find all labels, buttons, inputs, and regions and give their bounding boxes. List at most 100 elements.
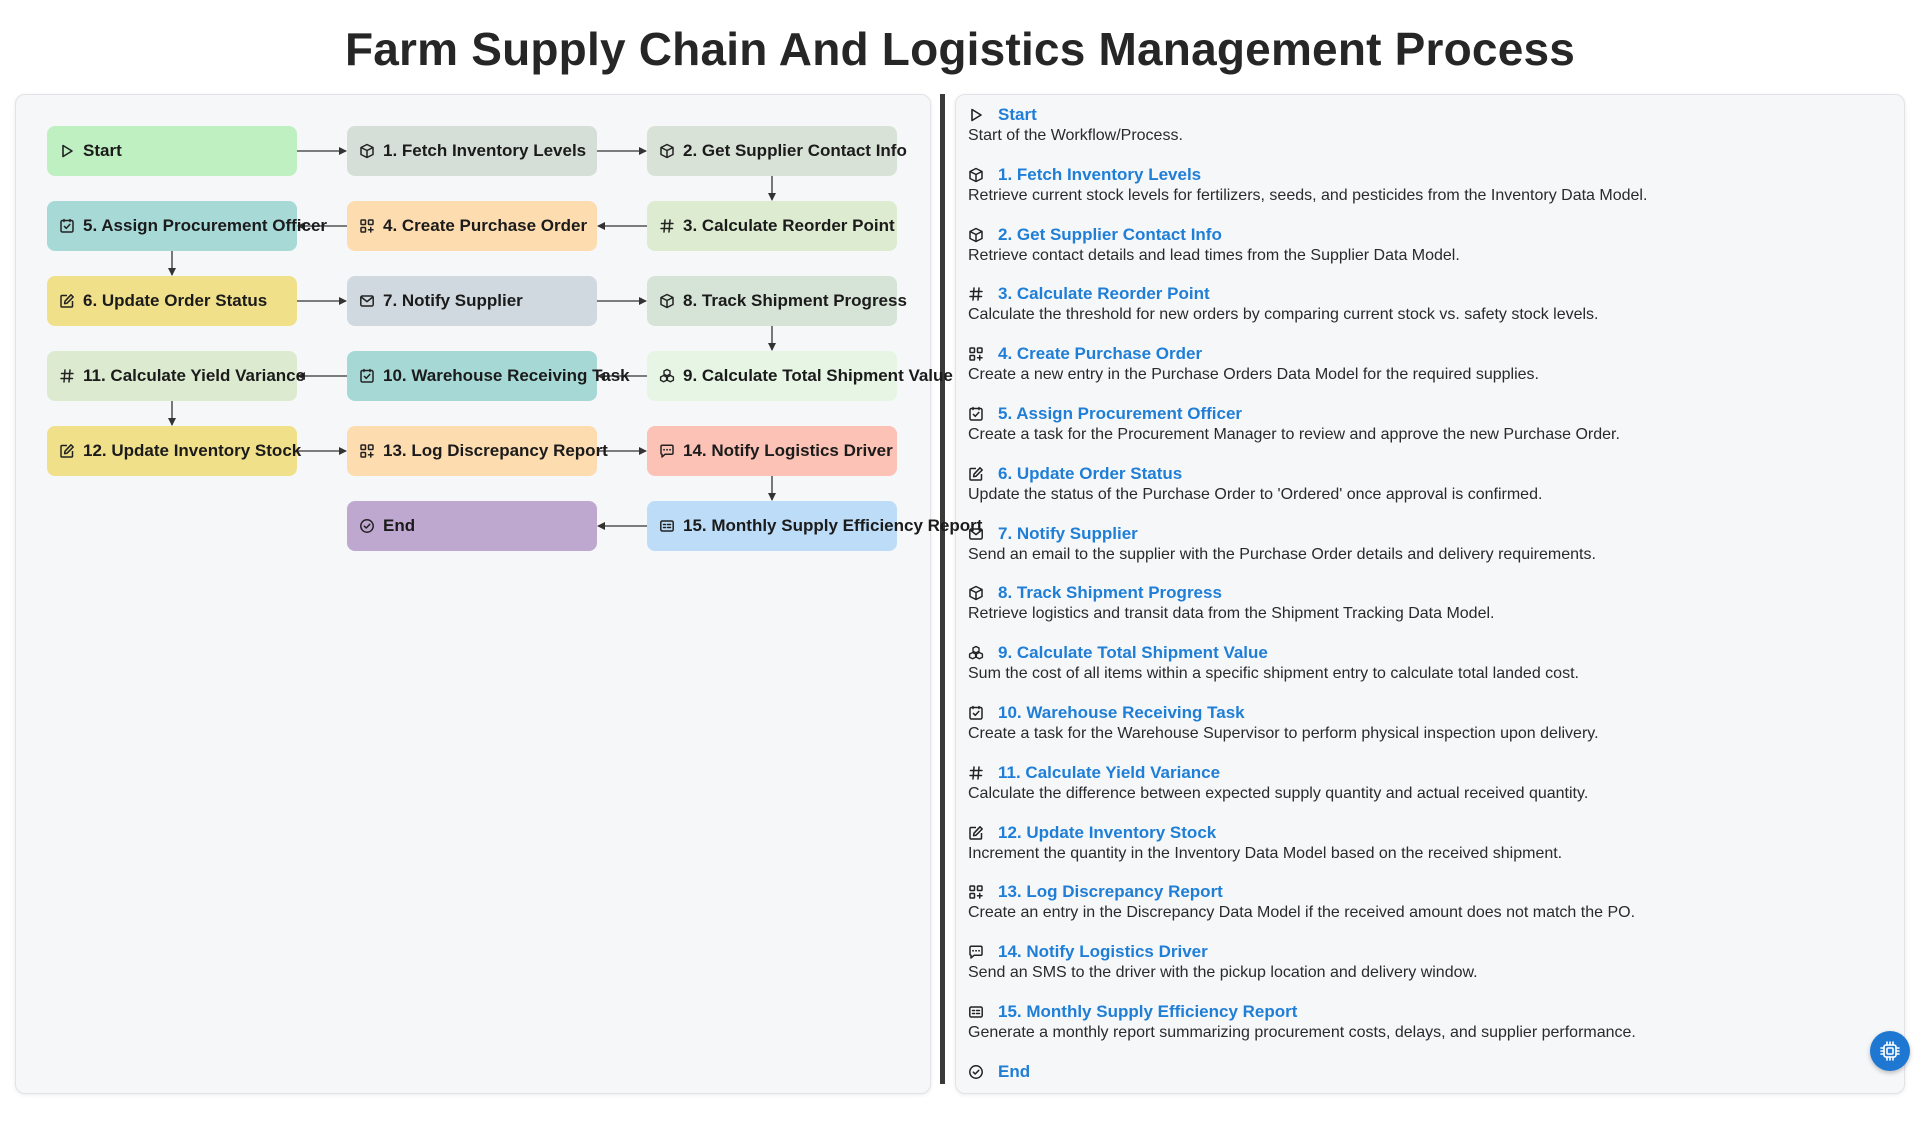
node-label: 6. Update Order Status [83, 291, 268, 310]
grid-plus-icon [359, 443, 375, 459]
checkbox-icon [968, 705, 984, 721]
node-label: 7. Notify Supplier [383, 291, 523, 310]
node-label: 12. Update Inventory Stock [83, 441, 302, 460]
node-step-8[interactable]: 8. Track Shipment Progress [647, 276, 907, 326]
node-step-14[interactable]: 14. Notify Logistics Driver [647, 426, 897, 476]
cube-icon [968, 227, 984, 243]
grid-plus-icon [968, 346, 984, 362]
step-title[interactable]: 13. Log Discrepancy Report [998, 882, 1223, 902]
step-description: Generate a monthly report summarizing pr… [968, 1023, 1636, 1041]
step-title[interactable]: 2. Get Supplier Contact Info [998, 224, 1222, 244]
cube-icon [359, 143, 375, 159]
node-label: 3. Calculate Reorder Point [683, 216, 895, 235]
step-title[interactable]: 11. Calculate Yield Variance [998, 762, 1221, 782]
node-label: 2. Get Supplier Contact Info [683, 141, 907, 160]
step-title[interactable]: Start [998, 105, 1037, 124]
node-step-10[interactable]: 10. Warehouse Receiving Task [347, 351, 630, 401]
node-label: Start [83, 141, 122, 160]
edit-icon [59, 293, 75, 309]
node-label: 5. Assign Procurement Officer [83, 216, 328, 235]
step-description: Sum the cost of all items within a speci… [968, 665, 1579, 683]
node-label: 11. Calculate Yield Variance [83, 366, 306, 385]
step-title[interactable]: 3. Calculate Reorder Point [998, 284, 1210, 304]
node-step-7[interactable]: 7. Notify Supplier [347, 276, 597, 326]
play-icon [59, 143, 75, 159]
step-title[interactable]: 8. Track Shipment Progress [998, 583, 1222, 603]
step-title[interactable]: 1. Fetch Inventory Levels [998, 164, 1202, 184]
step-description: Increment the quantity in the Inventory … [968, 844, 1563, 862]
step-description: Calculate the threshold for new orders b… [968, 306, 1599, 324]
checkbox-icon [359, 368, 375, 384]
step-description: Create a task for the Warehouse Supervis… [968, 724, 1599, 742]
node-step-6[interactable]: 6. Update Order Status [47, 276, 297, 326]
panel-divider[interactable] [940, 94, 945, 1084]
checkbox-icon [968, 406, 984, 422]
chip-icon [1880, 1041, 1900, 1061]
step-description: Calculate the difference between expecte… [968, 784, 1589, 802]
node-step-5[interactable]: 5. Assign Procurement Officer [47, 201, 327, 251]
node-step-4[interactable]: 4. Create Purchase Order [347, 201, 597, 251]
edit-icon [968, 825, 984, 841]
cube-icon [659, 293, 675, 309]
hash-icon [968, 286, 984, 302]
node-step-12[interactable]: 12. Update Inventory Stock [47, 426, 301, 476]
step-description: Create a new entry in the Purchase Order… [968, 366, 1539, 384]
step-title[interactable]: 14. Notify Logistics Driver [998, 942, 1208, 962]
step-description: Send an email to the supplier with the P… [968, 545, 1596, 563]
page-title: Farm Supply Chain And Logistics Manageme… [344, 23, 1576, 75]
play-icon [968, 107, 984, 123]
cube-icon [968, 585, 984, 601]
node-label: 14. Notify Logistics Driver [683, 441, 893, 460]
node-end[interactable]: End [347, 501, 597, 551]
report-icon [968, 1004, 984, 1020]
node-label: 10. Warehouse Receiving Task [383, 366, 630, 385]
node-label: 4. Create Purchase Order [383, 216, 588, 235]
stack-icon [968, 645, 984, 661]
step-title[interactable]: 7. Notify Supplier [998, 523, 1138, 543]
cube-icon [968, 167, 984, 183]
node-step-11[interactable]: 11. Calculate Yield Variance [47, 351, 305, 401]
node-start[interactable]: Start [47, 126, 297, 176]
node-step-3[interactable]: 3. Calculate Reorder Point [647, 201, 897, 251]
check-circle-icon [968, 1064, 984, 1080]
assistant-fab-button[interactable] [1870, 1031, 1910, 1071]
node-step-13[interactable]: 13. Log Discrepancy Report [347, 426, 608, 476]
step-title[interactable]: 5. Assign Procurement Officer [998, 403, 1243, 423]
step-description: Send an SMS to the driver with the picku… [968, 964, 1478, 982]
step-title[interactable]: 15. Monthly Supply Efficiency Report [998, 1001, 1298, 1021]
node-step-1[interactable]: 1. Fetch Inventory Levels [347, 126, 597, 176]
check-circle-icon [359, 518, 375, 534]
step-title[interactable]: 10. Warehouse Receiving Task [998, 702, 1245, 722]
step-item: End [968, 1061, 1888, 1121]
step-title[interactable]: 9. Calculate Total Shipment Value [998, 643, 1268, 663]
mail-icon [359, 293, 375, 309]
step-title[interactable]: End [998, 1061, 1031, 1081]
step-title[interactable]: 6. Update Order Status [998, 463, 1183, 483]
node-step-15[interactable]: 15. Monthly Supply Efficiency Report [647, 501, 982, 551]
node-step-2[interactable]: 2. Get Supplier Contact Info [647, 126, 907, 176]
report-icon [659, 518, 675, 534]
step-description: Retrieve current stock levels for fertil… [968, 186, 1648, 204]
message-icon [968, 944, 984, 960]
hash-icon [59, 368, 75, 384]
node-step-9[interactable]: 9. Calculate Total Shipment Value [647, 351, 953, 401]
mail-icon [968, 526, 984, 542]
grid-plus-icon [968, 884, 984, 900]
step-title[interactable]: 12. Update Inventory Stock [998, 822, 1217, 842]
cube-icon [659, 143, 675, 159]
node-label: 1. Fetch Inventory Levels [383, 141, 587, 160]
step-title[interactable]: 4. Create Purchase Order [998, 344, 1203, 364]
step-description: Create a task for the Procurement Manage… [968, 425, 1620, 443]
